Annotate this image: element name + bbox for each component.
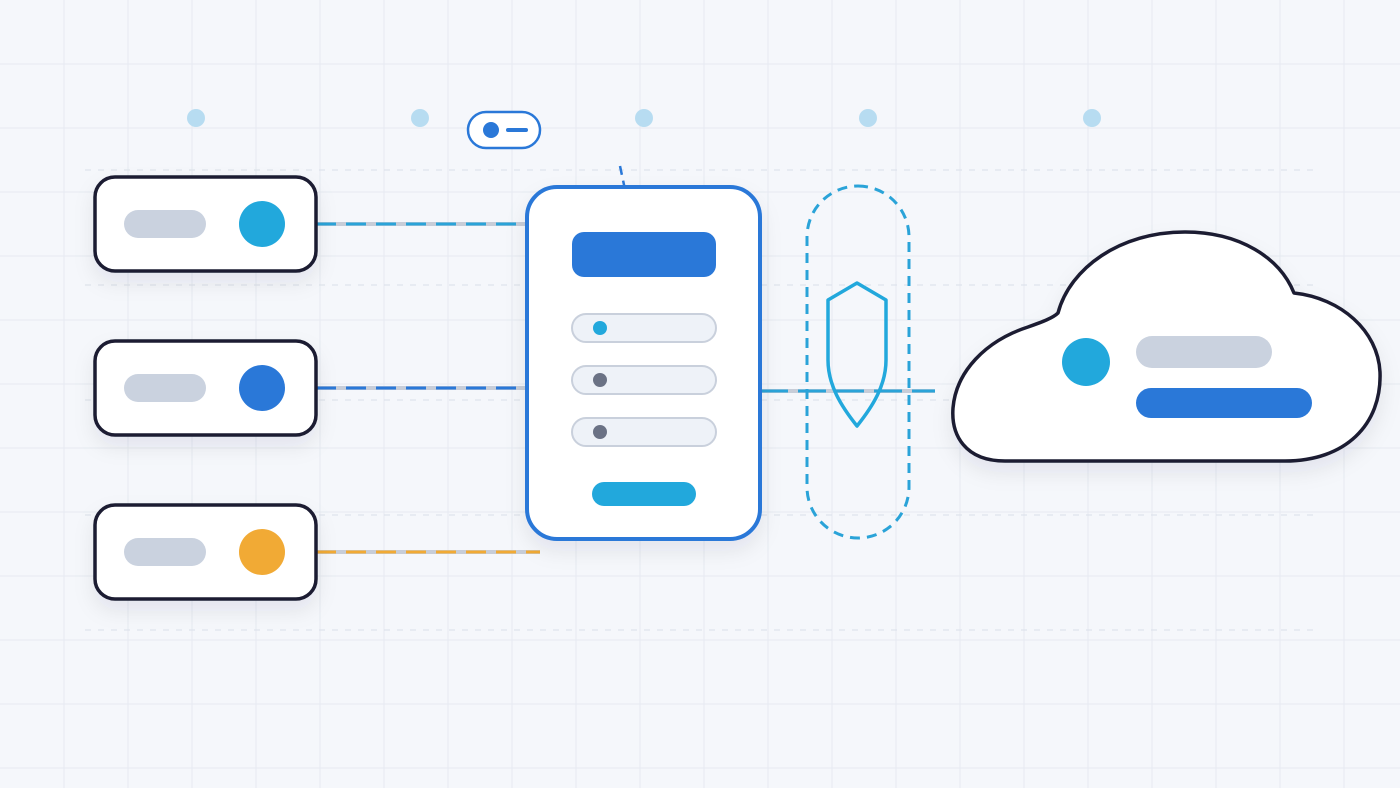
hub-row-list <box>571 313 717 447</box>
source-status-dot <box>239 529 285 575</box>
source-label-placeholder <box>124 538 206 566</box>
shield-icon <box>826 281 888 428</box>
hub-row-dot <box>593 373 607 387</box>
timeline-dot <box>635 109 653 127</box>
timeline-dot <box>411 109 429 127</box>
timeline-dot <box>187 109 205 127</box>
cloud-placeholder-bar <box>1136 336 1272 368</box>
cloud-status-dot <box>1062 338 1110 386</box>
source-connectors <box>316 222 540 554</box>
source-label-placeholder <box>124 374 206 402</box>
hub-row-dot <box>593 425 607 439</box>
source-status-dot <box>239 201 285 247</box>
toggle-icon[interactable] <box>466 110 542 150</box>
source-label-placeholder <box>124 210 206 238</box>
timeline-dot <box>859 109 877 127</box>
hub-row[interactable] <box>571 313 717 343</box>
hub-header-bar <box>572 232 716 277</box>
security-capsule <box>805 184 911 540</box>
timeline-dot <box>1083 109 1101 127</box>
hub-row[interactable] <box>571 365 717 395</box>
cloud-value-bar <box>1136 388 1312 418</box>
source-status-dot <box>239 365 285 411</box>
hub-action-button[interactable] <box>592 482 696 506</box>
hub-row-dot <box>593 321 607 335</box>
security-gateway <box>805 184 911 540</box>
timeline-dots <box>187 109 1101 127</box>
source-list <box>93 175 318 601</box>
hub-row[interactable] <box>571 417 717 447</box>
